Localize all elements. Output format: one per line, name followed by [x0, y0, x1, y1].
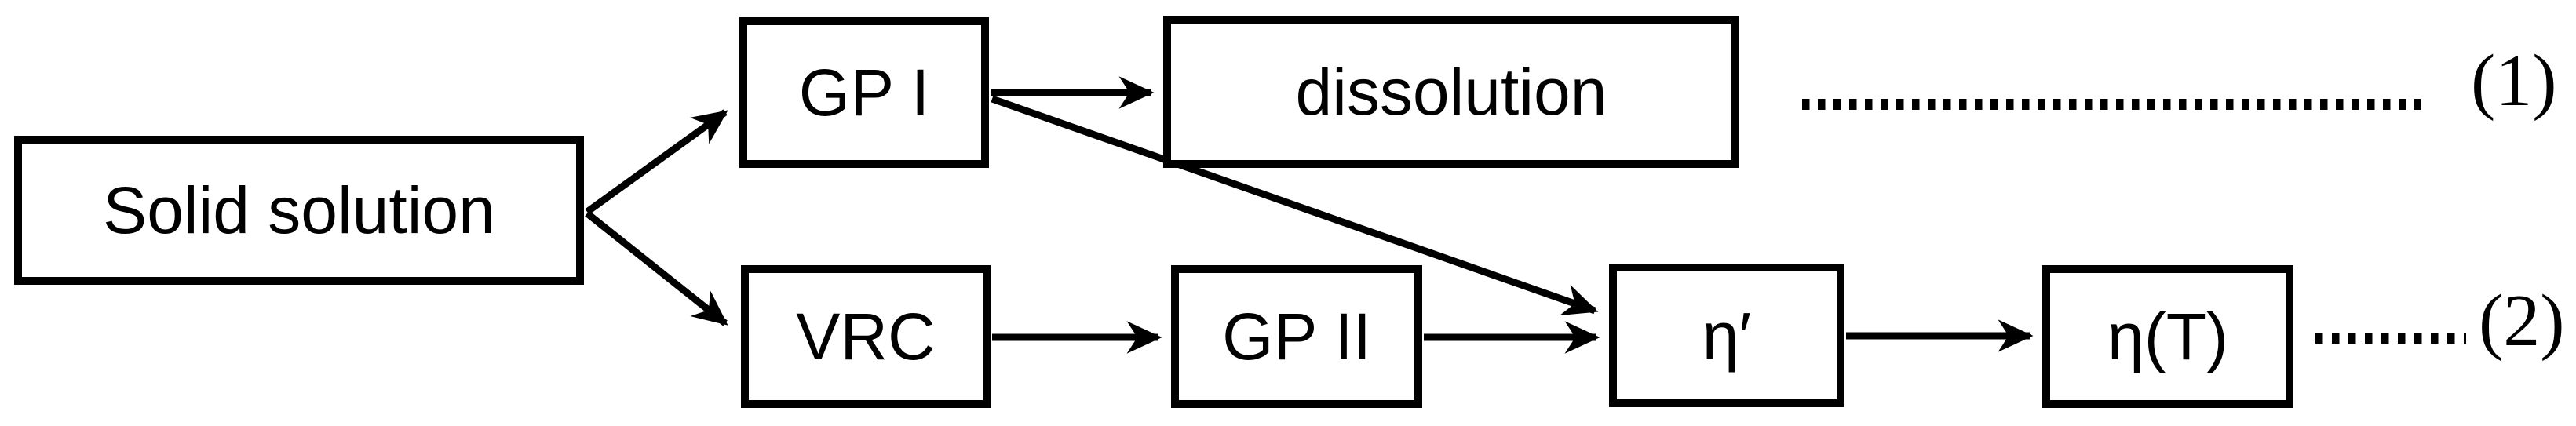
equation-label-1: (1) [2471, 40, 2557, 122]
node-gp2-label: GP II [1222, 300, 1371, 373]
node-solid-solution-label: Solid solution [103, 173, 495, 247]
node-dissolution-label: dissolution [1295, 55, 1607, 129]
arrow-solid-solution-to-gp1 [585, 109, 728, 215]
arrow-gp1-to-eta-prime [991, 95, 1599, 316]
equation-label-2: (2) [2479, 280, 2565, 362]
node-solid-solution: Solid solution [14, 136, 584, 285]
node-dissolution: dissolution [1163, 16, 1739, 168]
node-gp2: GP II [1171, 265, 1422, 408]
node-eta-prime-label: η′ [1702, 298, 1752, 373]
node-eta-t-label: η(T) [2107, 300, 2228, 373]
node-vrc-label: VRC [796, 300, 936, 373]
node-vrc: VRC [741, 265, 991, 408]
node-eta-t: η(T) [2042, 265, 2293, 408]
node-eta-prime: η′ [1609, 264, 1844, 407]
arrow-solid-solution-to-vrc [585, 210, 728, 326]
node-gp1-label: GP I [798, 56, 930, 129]
node-gp1: GP I [739, 17, 989, 168]
